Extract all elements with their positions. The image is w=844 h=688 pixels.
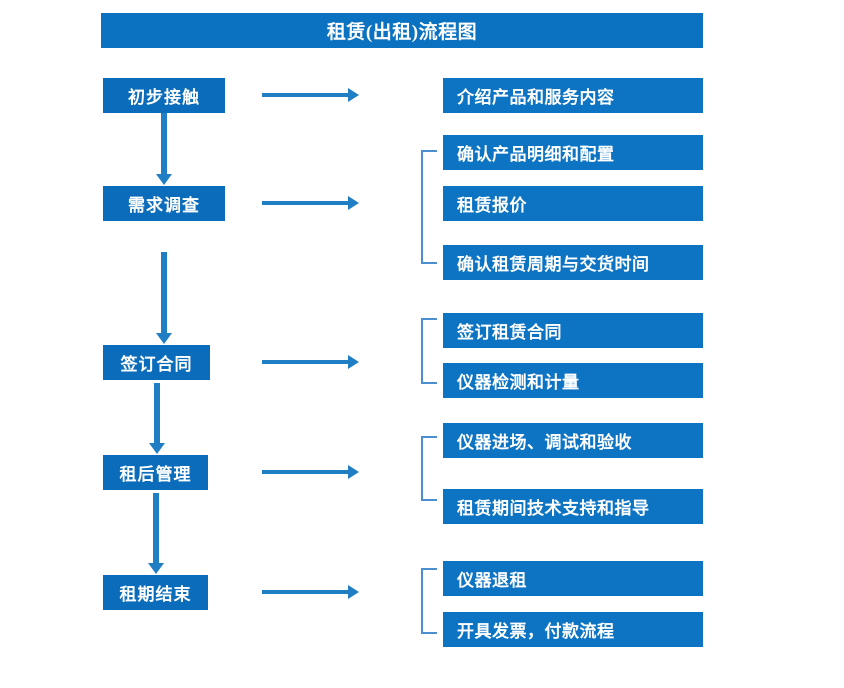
vertical-arrow-4 <box>148 493 164 574</box>
group-bracket-zuqijieshu <box>421 568 437 634</box>
vertical-arrow-3 <box>149 383 165 454</box>
chart-title-banner: 租赁(出租)流程图 <box>101 13 703 48</box>
horizontal-arrow-4 <box>262 465 359 479</box>
stage-box-xuqiudiaocha[interactable]: 需求调查 <box>103 186 225 221</box>
detail-box-yiqijiancehejiliang[interactable]: 仪器检测和计量 <box>443 363 703 398</box>
detail-box-qiandingzulinhetong[interactable]: 签订租赁合同 <box>443 313 703 348</box>
detail-box-zulinqijian[interactable]: 租赁期间技术支持和指导 <box>443 489 703 524</box>
stage-box-chubujiechu[interactable]: 初步接触 <box>103 78 225 113</box>
detail-box-kaijufapiao[interactable]: 开具发票，付款流程 <box>443 612 703 647</box>
group-bracket-qiandinghetong <box>421 318 437 384</box>
stage-box-qiandinghetong[interactable]: 签订合同 <box>103 345 210 380</box>
detail-box-yiqituizu[interactable]: 仪器退租 <box>443 561 703 596</box>
stage-box-zuhouguanli[interactable]: 租后管理 <box>103 455 208 490</box>
vertical-arrow-2 <box>156 252 172 344</box>
group-bracket-xuqiudiaocha <box>421 150 437 264</box>
horizontal-arrow-3 <box>262 355 359 369</box>
horizontal-arrow-2 <box>262 196 359 210</box>
detail-box-yiqijinchang[interactable]: 仪器进场、调试和验收 <box>443 423 703 458</box>
vertical-arrow-1 <box>156 113 172 185</box>
stage-box-zuqijieshu[interactable]: 租期结束 <box>103 575 208 610</box>
horizontal-arrow-1 <box>262 88 359 102</box>
detail-box-querenchanpin[interactable]: 确认产品明细和配置 <box>443 135 703 170</box>
detail-box-jieshaochanpin[interactable]: 介绍产品和服务内容 <box>443 78 703 113</box>
horizontal-arrow-5 <box>262 585 359 599</box>
detail-box-querenzulinzhouqi[interactable]: 确认租赁周期与交货时间 <box>443 245 703 280</box>
detail-box-zulinbaojia[interactable]: 租赁报价 <box>443 186 703 221</box>
group-bracket-zuhouguanli <box>421 436 437 501</box>
